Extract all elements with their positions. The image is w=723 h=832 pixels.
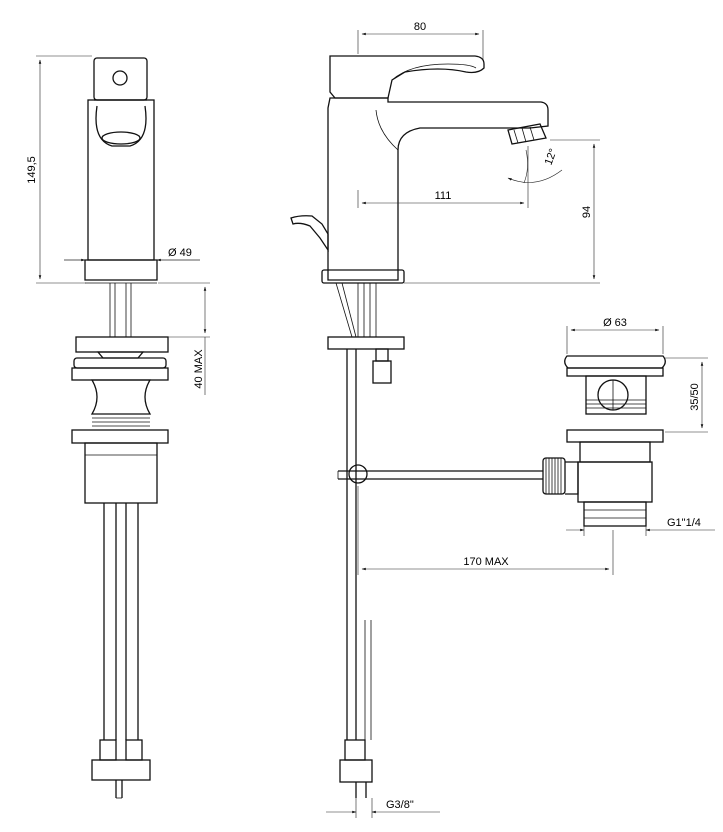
waste-height-label: 35/50 [689,383,701,411]
reach-label: 111 [435,190,452,202]
supply-hoses-front [91,503,151,799]
waste-detail-view: Ø 63 35/50 G1"1/4 170 MAX [357,317,715,575]
waste-front [71,357,169,504]
front-view: 149,5 Ø 49 40 MAX [26,55,210,799]
dim-connection-side: G3/8" [326,798,440,818]
mounting-shank-side [327,282,405,798]
dim-height-waste: 35/50 [665,357,708,433]
side-view: 80 111 12° 94 G3/8" [290,21,600,818]
connection-label: G3/8" [386,799,414,811]
mounting-shank-front [75,283,169,359]
popup-rod-link [337,464,543,484]
dim-width-side: 80 [357,21,484,60]
pivot-nut [542,457,579,495]
waste-plug [564,355,666,415]
dim-diameter-waste: Ø 63 [566,317,664,354]
angle-label: 12° [543,147,560,167]
faucet-front-body [84,57,158,284]
thickness-label: 40 MAX [193,349,205,389]
dim-spout-height-side: 94 [404,139,600,284]
dim-angle-side: 12° [507,147,563,184]
thread-label: G1"1/4 [667,517,701,529]
waste-reach-label: 170 MAX [463,556,509,568]
dim-reach-waste: 170 MAX [357,486,614,575]
height-label: 149,5 [26,156,38,184]
width-label: 80 [414,21,426,33]
spout-diameter-label: Ø 49 [168,247,192,259]
dim-diameter-front: Ø 49 [64,247,200,262]
dim-height-front: 149,5 [26,55,92,284]
faucet-side-body [290,97,549,284]
waste-body [566,429,664,527]
dim-thickness-front: 40 MAX [158,282,210,395]
handle-lever [329,55,485,99]
spout-height-label: 94 [581,206,593,218]
waste-diameter-label: Ø 63 [603,317,627,329]
dim-thread-waste: G1"1/4 [566,517,715,536]
dim-reach-side: 111 [357,146,529,208]
